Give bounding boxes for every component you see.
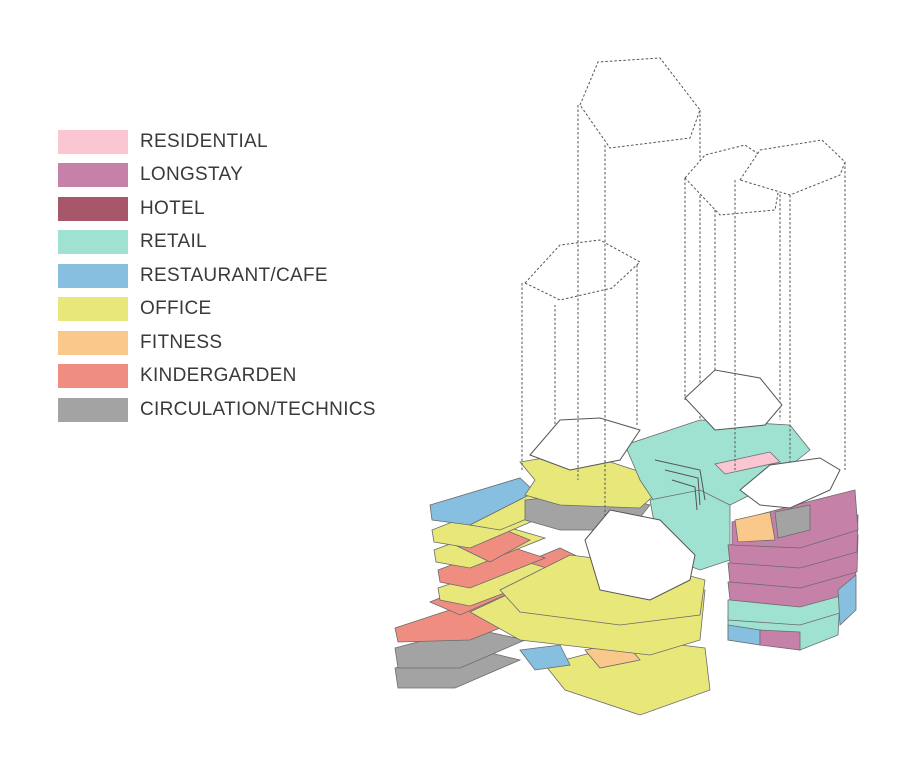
legend-item-office: OFFICE bbox=[58, 293, 398, 327]
legend-swatch-hotel bbox=[58, 196, 128, 221]
legend-label-office: OFFICE bbox=[140, 298, 212, 320]
legend-label-longstay: LONGSTAY bbox=[140, 164, 244, 186]
legend-swatch-longstay bbox=[58, 163, 128, 188]
floor-plate-fitness-r6 bbox=[734, 511, 776, 543]
legend-item-circulation: CIRCULATION/TECHNICS bbox=[58, 393, 398, 427]
tower-d-wireframe bbox=[734, 139, 846, 509]
legend-label-fitness: FITNESS bbox=[140, 331, 223, 353]
tower-a-wireframe bbox=[521, 239, 641, 471]
legend-swatch-office bbox=[58, 297, 128, 322]
floor-plate-longstay-r1 bbox=[759, 629, 801, 651]
legend-label-hotel: HOTEL bbox=[140, 197, 205, 219]
floor-plate-residential-small bbox=[714, 451, 781, 475]
legend-swatch-fitness bbox=[58, 330, 128, 355]
legend-item-retail: RETAIL bbox=[58, 226, 398, 260]
legend-label-circulation: CIRCULATION/TECHNICS bbox=[140, 398, 376, 420]
floor-plate-restaurant-base bbox=[519, 644, 571, 671]
legend-label-residential: RESIDENTIAL bbox=[140, 130, 268, 152]
floor-plate-restaurant-r-side bbox=[837, 574, 857, 626]
legend-swatch-retail bbox=[58, 230, 128, 255]
podium-central bbox=[469, 419, 811, 716]
legend: RESIDENTIAL LONGSTAY HOTEL RETAIL RESTAU… bbox=[58, 125, 398, 427]
legend-item-residential: RESIDENTIAL bbox=[58, 125, 398, 159]
legend-item-hotel: HOTEL bbox=[58, 192, 398, 226]
legend-label-retail: RETAIL bbox=[140, 231, 207, 253]
tower-b-wireframe bbox=[577, 57, 701, 601]
legend-swatch-restaurant bbox=[58, 263, 128, 288]
legend-item-fitness: FITNESS bbox=[58, 326, 398, 360]
legend-item-longstay: LONGSTAY bbox=[58, 159, 398, 193]
legend-swatch-kindergarden bbox=[58, 364, 128, 389]
legend-item-kindergarden: KINDERGARDEN bbox=[58, 360, 398, 394]
legend-swatch-circulation bbox=[58, 397, 128, 422]
podium-right-stack bbox=[727, 489, 859, 651]
legend-swatch-residential bbox=[58, 129, 128, 154]
legend-label-restaurant: RESTAURANT/CAFE bbox=[140, 264, 328, 286]
legend-label-kindergarden: KINDERGARDEN bbox=[140, 365, 297, 387]
floor-plate-circulation-r6 bbox=[774, 504, 811, 539]
legend-item-restaurant: RESTAURANT/CAFE bbox=[58, 259, 398, 293]
